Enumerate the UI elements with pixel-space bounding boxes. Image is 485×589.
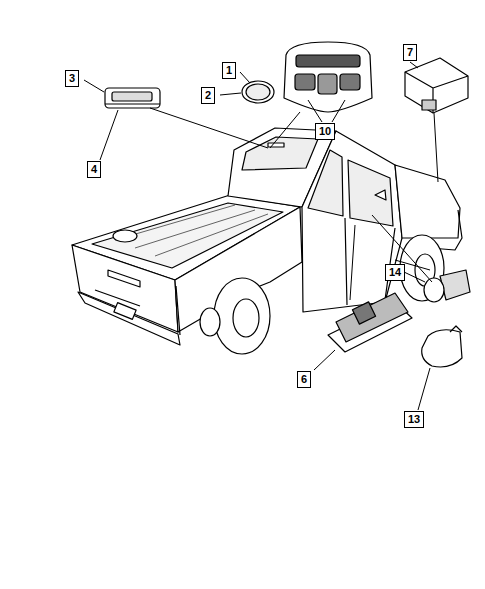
console-lamp-left	[295, 74, 315, 90]
taillight	[176, 286, 180, 335]
callout-number: 1	[222, 62, 236, 79]
courtesy-lamp-lens	[424, 278, 444, 302]
rear-door-window	[308, 150, 343, 216]
callout-number: 10	[315, 123, 335, 140]
license-plate	[114, 303, 136, 320]
console-bin	[318, 74, 337, 94]
module-edges	[405, 72, 468, 113]
rear-window	[242, 137, 318, 170]
cargo-lamp	[105, 88, 160, 108]
cab-side	[302, 131, 402, 312]
module-connector	[422, 100, 436, 110]
callout-number: 7	[403, 44, 417, 61]
hood	[395, 165, 460, 238]
courtesy-lamp	[440, 270, 470, 300]
leader-lines	[84, 62, 438, 410]
far-wheel	[200, 308, 220, 336]
callout-number: 2	[201, 87, 215, 104]
module	[405, 58, 468, 113]
wheel-well-bump	[113, 230, 137, 242]
front-door-window	[348, 160, 393, 226]
overhead-console	[284, 42, 372, 112]
callout-number: 13	[404, 411, 424, 428]
cargo-lamp-base	[105, 103, 160, 104]
door-seams	[345, 218, 395, 305]
callout-number: 6	[297, 371, 311, 388]
dome-lamp-body	[336, 293, 408, 342]
lens-tab	[450, 326, 462, 332]
callout-number: 14	[385, 264, 405, 281]
dome-lens-inner	[246, 84, 270, 100]
console-lamp-right	[340, 74, 360, 90]
callout-number: 4	[87, 161, 101, 178]
tailgate-detail	[95, 270, 140, 306]
rear-wheel	[214, 278, 270, 354]
dome-lens	[242, 81, 274, 103]
rear-hub	[233, 299, 259, 337]
dome-lamp-bulb	[352, 302, 375, 324]
cab-lamp	[268, 143, 284, 147]
rear-bumper	[78, 292, 180, 345]
mirror	[375, 190, 386, 200]
callout-number: 3	[65, 70, 79, 87]
cargo-lamp-lens	[112, 92, 152, 101]
console-display	[296, 55, 360, 67]
lamp-lens	[422, 330, 462, 367]
